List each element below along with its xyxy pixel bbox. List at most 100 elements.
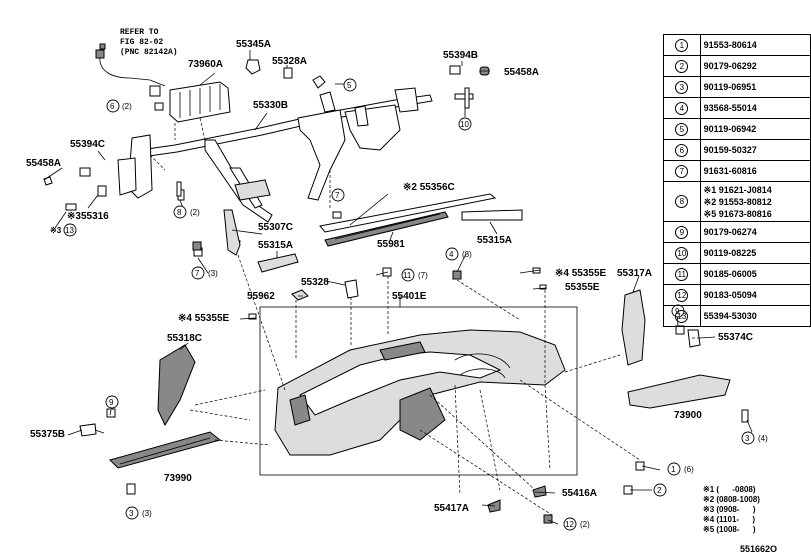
callout-8-qty: (2) bbox=[190, 208, 200, 217]
bracket-55307c bbox=[223, 209, 241, 256]
legend-row: 10 90119-08225 bbox=[663, 242, 811, 264]
legend-part-multi: ※1 91621-J0814 ※2 91553-80812 ※5 91673-8… bbox=[699, 181, 811, 222]
legend-part: 90179-06292 bbox=[699, 55, 811, 77]
bracket-55328 bbox=[344, 279, 359, 299]
legend-part: 90159-50327 bbox=[699, 139, 811, 161]
part-label-73960a: 73960A bbox=[188, 59, 223, 70]
side-panel-55317a bbox=[621, 289, 646, 366]
callout-8-num: 8 bbox=[177, 208, 182, 217]
part-label-55315a-left: 55315A bbox=[258, 240, 293, 251]
part-label-55374c: 55374C bbox=[718, 332, 753, 343]
ref-note-line: FIG 82-02 bbox=[120, 38, 164, 47]
legend-num: 6 bbox=[675, 143, 689, 157]
legend-num: 2 bbox=[675, 59, 689, 73]
legend-row: 4 93568-55014 bbox=[663, 97, 811, 119]
footnote: ※5 (1008- ) bbox=[703, 525, 756, 534]
part-label-55317a: 55317A bbox=[617, 268, 652, 279]
leader-lines bbox=[43, 50, 753, 525]
legend-part-variant: ※2 91553-80812 bbox=[703, 196, 772, 207]
legend-row: 13 55394-53030 bbox=[663, 305, 811, 327]
callout-7a-num: 7 bbox=[195, 269, 200, 278]
callout-3b-num: 3 bbox=[129, 509, 134, 518]
callout-4-num: 4 bbox=[449, 250, 454, 259]
footnote: ※2 (0808-1008) bbox=[703, 495, 760, 504]
part-label-55356c: ※2 55356C bbox=[403, 182, 455, 193]
legend-row: 6 90159-50327 bbox=[663, 139, 811, 161]
ref-note-line: (PNC 82142A) bbox=[120, 48, 178, 57]
legend-part: 90185-06005 bbox=[699, 263, 811, 285]
footnote: ※3 (0908- ) bbox=[703, 505, 756, 514]
knee-airbag-73990 bbox=[109, 431, 222, 469]
legend-num: 3 bbox=[675, 80, 689, 94]
legend-num: 4 bbox=[675, 101, 689, 115]
part-label-55328a: 55328A bbox=[272, 56, 307, 67]
legend-part: 91553-80614 bbox=[699, 34, 811, 56]
legend-num: 9 bbox=[675, 225, 689, 239]
legend-part-variant: ※1 91621-J0814 bbox=[703, 184, 772, 195]
part-label-55345a: 55345A bbox=[236, 39, 271, 50]
legend-num: 11 bbox=[675, 267, 689, 281]
legend-row: 9 90179-06274 bbox=[663, 221, 811, 243]
part-label-55355e-top: ※4 55355E bbox=[555, 268, 607, 279]
legend-num: 10 bbox=[675, 246, 689, 260]
callout-3b-qty: (3) bbox=[142, 509, 152, 518]
part-label-55355e-left: ※4 55355E bbox=[178, 313, 230, 324]
legend-part: 90179-06274 bbox=[699, 221, 811, 243]
legend-part: 55394-53030 bbox=[699, 305, 811, 327]
callout-6-num: 6 bbox=[110, 102, 115, 111]
clip-55355e-left bbox=[248, 313, 257, 320]
part-label-55307c: 55307C bbox=[258, 222, 293, 233]
clip-55355e-2 bbox=[539, 284, 547, 290]
part-label-55962: 55962 bbox=[247, 291, 275, 302]
ref-note-line: REFER TO bbox=[120, 28, 159, 37]
legend-num: 12 bbox=[675, 288, 689, 302]
parts-legend-table: 1 91553-80614 2 90179-06292 3 90119-0695… bbox=[663, 34, 811, 327]
callout-12-num: 12 bbox=[565, 520, 574, 529]
callout-7a-qty: (3) bbox=[208, 269, 218, 278]
glove-box-73900 bbox=[627, 374, 731, 409]
callout-13-prefix: ※3 bbox=[50, 226, 62, 235]
callout-6-qty: (2) bbox=[122, 102, 132, 111]
part-label-55416a: 55416A bbox=[562, 488, 597, 499]
part-label-55458a-right: 55458A bbox=[504, 67, 539, 78]
part-label-55375b: 55375B bbox=[30, 429, 65, 440]
legend-part: 90119-06951 bbox=[699, 76, 811, 98]
part-label-55315a-right: 55315A bbox=[477, 235, 512, 246]
callout-11-qty: (7) bbox=[418, 271, 428, 280]
callout-1-num: 1 bbox=[671, 465, 676, 474]
part-label-55394c: 55394C bbox=[70, 139, 105, 150]
callout-3a-num: 3 bbox=[745, 434, 750, 443]
side-panel-55318c bbox=[157, 344, 196, 427]
callout-7b-num: 7 bbox=[335, 191, 340, 200]
legend-row: 11 90185-06005 bbox=[663, 263, 811, 285]
footnote: ※1 ( -0808) bbox=[703, 485, 756, 494]
legend-row: 7 91631-60816 bbox=[663, 160, 811, 182]
legend-num: 1 bbox=[675, 38, 689, 52]
wire-harness bbox=[95, 43, 166, 97]
callout-12-qty: (2) bbox=[580, 520, 590, 529]
cover-55962 bbox=[291, 289, 309, 301]
legend-part: 90119-08225 bbox=[699, 242, 811, 264]
bracket-55374c bbox=[687, 329, 701, 348]
callout-13-num: 13 bbox=[65, 226, 74, 235]
legend-num: 13 bbox=[675, 309, 689, 323]
bracket-55375b bbox=[79, 423, 97, 437]
legend-row: 8 ※1 91621-J0814 ※2 91553-80812 ※5 91673… bbox=[663, 181, 811, 222]
callout-1-qty: (6) bbox=[684, 465, 694, 474]
part-label-55330b: 55330B bbox=[253, 100, 288, 111]
callout-2-num: 2 bbox=[657, 486, 662, 495]
callout-11-num: 11 bbox=[403, 271, 412, 280]
footnote: ※4 (1101- ) bbox=[703, 515, 756, 524]
strip-55315a-right bbox=[461, 209, 523, 221]
airbag-module bbox=[169, 81, 231, 141]
legend-part: 90119-06942 bbox=[699, 118, 811, 140]
part-label-55981: 55981 bbox=[377, 239, 405, 250]
legend-num: 7 bbox=[675, 164, 689, 178]
legend-num: 5 bbox=[675, 122, 689, 136]
legend-row: 5 90119-06942 bbox=[663, 118, 811, 140]
part-label-73900: 73900 bbox=[674, 410, 702, 421]
part-label-55316: ※355316 bbox=[67, 211, 109, 222]
defroster-garnish bbox=[319, 193, 497, 247]
diagram-code: 551662O bbox=[740, 544, 778, 554]
part-label-73990: 73990 bbox=[164, 473, 192, 484]
